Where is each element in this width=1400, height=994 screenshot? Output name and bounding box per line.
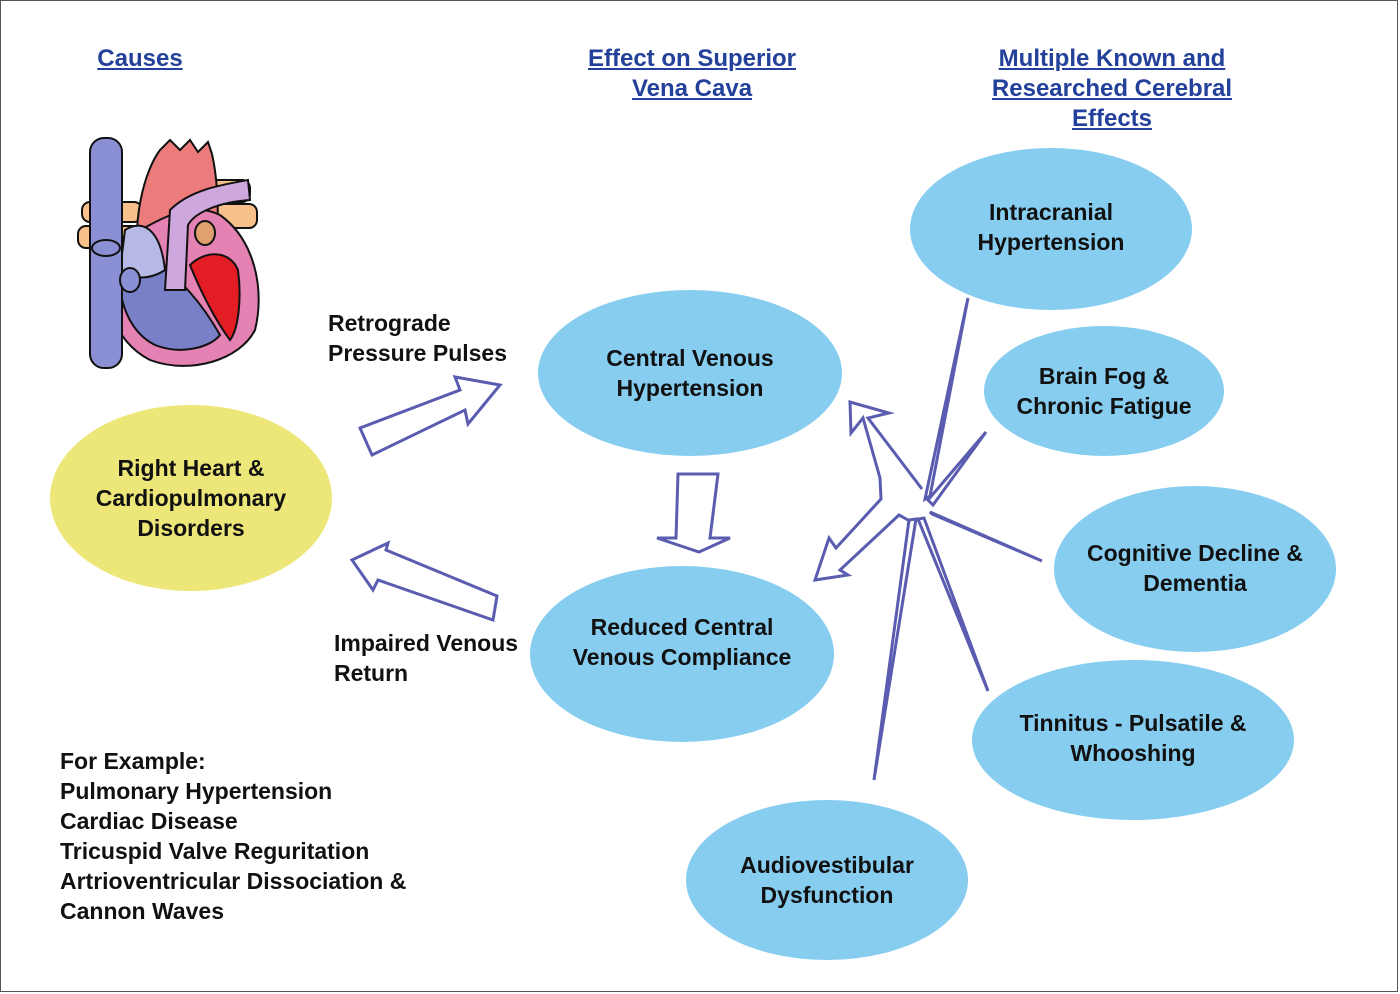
header-effect-on-svc: Effect on Superior Vena Cava xyxy=(587,45,797,102)
node-tinnitus: Tinnitus - Pulsatile & Whooshing xyxy=(972,660,1294,820)
header-cerebral-effects: Multiple Known and Researched Cerebral E… xyxy=(991,45,1233,132)
node-reduced-venous-compliance: Reduced Central Venous Compliance xyxy=(530,566,834,742)
node-brain-fog: Brain Fog & Chronic Fatigue xyxy=(984,326,1224,456)
heart-illustration-icon xyxy=(77,137,260,369)
node-text: Intracranial Hypertension xyxy=(977,199,1125,255)
label-retrograde-pressure-pulses: Retrograde Pressure Pulses xyxy=(328,310,508,366)
examples-list: For Example: Pulmonary Hypertension Card… xyxy=(60,746,406,926)
connector-brainfog xyxy=(925,431,988,508)
label-impaired-venous-return: Impaired Venous Return xyxy=(334,630,519,686)
connector-audiovestibular xyxy=(872,517,918,781)
node-text: Central Venous Hypertension xyxy=(606,345,774,401)
node-text: Tinnitus - Pulsatile & Whooshing xyxy=(1019,710,1247,766)
impaired-return-arrow-icon xyxy=(349,540,499,623)
node-right-heart-disorders: Right Heart & Cardiopulmonary Disorders xyxy=(50,405,332,591)
node-text: Brain Fog & Chronic Fatigue xyxy=(1016,363,1192,419)
examples-title: For Example: xyxy=(60,748,206,774)
node-text: Audiovestibular Dysfunction xyxy=(740,852,914,908)
down-arrow-icon xyxy=(656,472,731,554)
connector-tinnitus xyxy=(915,516,990,692)
bidirectional-arrow-icon xyxy=(812,399,924,582)
node-text: Cognitive Decline & Dementia xyxy=(1087,540,1303,596)
example-item: Tricuspid Valve Reguritation xyxy=(60,838,370,864)
example-item: Artrioventricular Dissociation & xyxy=(60,868,407,894)
example-item: Pulmonary Hypertension xyxy=(60,778,333,804)
node-text: Right Heart & Cardiopulmonary Disorders xyxy=(95,455,287,541)
example-item: Cannon Waves xyxy=(60,898,225,924)
node-audiovestibular: Audiovestibular Dysfunction xyxy=(686,800,968,960)
connector-intracranial xyxy=(922,297,970,503)
node-cognitive-decline: Cognitive Decline & Dementia xyxy=(1054,486,1336,652)
retrograde-arrow-icon xyxy=(357,375,503,458)
node-intracranial-hypertension: Intracranial Hypertension xyxy=(910,148,1192,310)
example-item: Cardiac Disease xyxy=(60,808,238,834)
header-causes: Causes xyxy=(97,45,183,72)
node-text: Reduced Central Venous Compliance xyxy=(572,614,792,670)
connector-cognitive xyxy=(928,510,1043,563)
node-central-venous-hypertension: Central Venous Hypertension xyxy=(538,290,842,456)
